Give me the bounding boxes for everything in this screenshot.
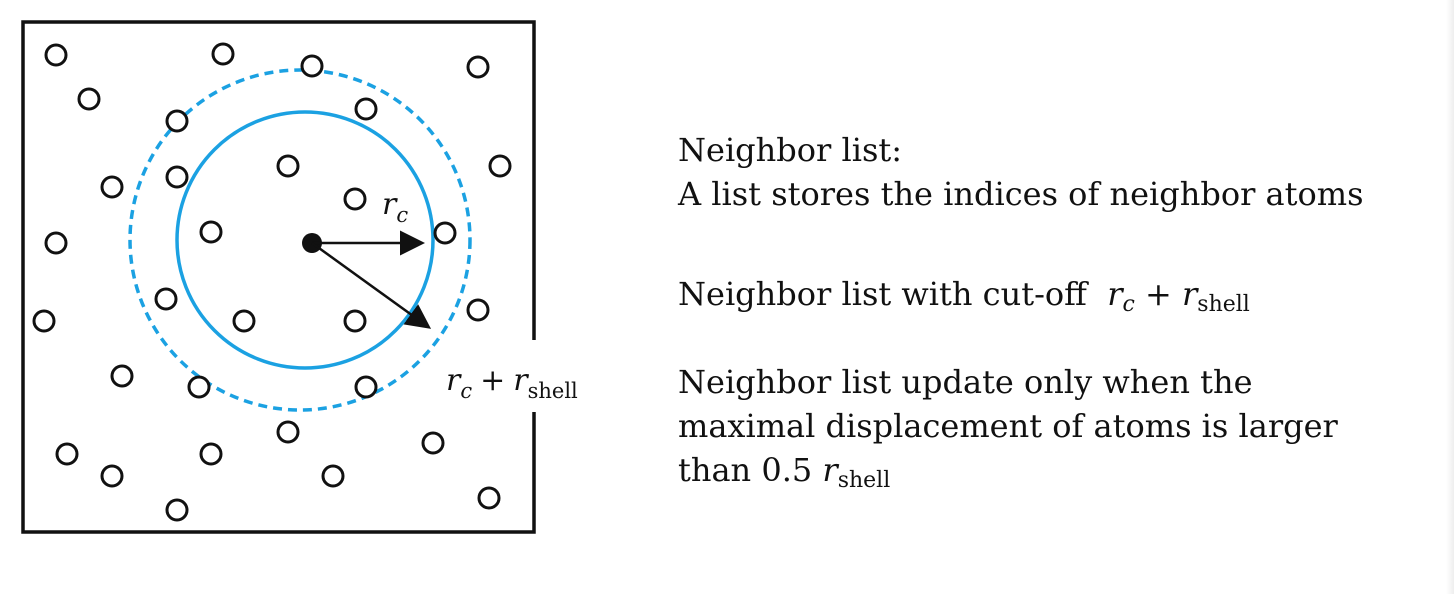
shell-label-r2: r (513, 363, 529, 398)
description-text: A list stores the indices of neighbor at… (678, 175, 1364, 213)
heading-text: Neighbor list: (678, 131, 903, 169)
update-line-3: than 0.5 rshell (678, 448, 1448, 492)
simulation-box (21, 20, 536, 534)
shell-label-sub1: c (460, 379, 472, 403)
shell-arrow (311, 241, 432, 329)
atom-12 (343, 187, 367, 211)
atom-22 (187, 375, 211, 399)
atom-23 (354, 375, 378, 399)
shell-label-plus: + (480, 363, 505, 398)
atoms-group (32, 42, 512, 522)
rc-label: rc (382, 187, 408, 227)
cutoff-sub1: c (1122, 292, 1135, 317)
update-line-1: Neighbor list update only when the (678, 363, 1253, 401)
atom-10 (100, 175, 124, 199)
update-line-2: maximal displacement of atoms is larger (678, 407, 1338, 445)
update-sub: shell (837, 468, 891, 493)
atom-8 (276, 154, 300, 178)
atom-14 (199, 220, 223, 244)
box-label-gap (528, 340, 542, 412)
atom-24 (276, 420, 300, 444)
atom-21 (110, 364, 134, 388)
atom-11 (488, 154, 512, 178)
cutoff-text: Neighbor list with cut-off rc + rshell (678, 272, 1448, 316)
atom-27 (199, 442, 223, 466)
atom-9 (165, 165, 189, 189)
atom-13 (44, 231, 68, 255)
shell-label: rc+rshell (446, 363, 578, 403)
text-panel: Neighbor list: A list stores the indices… (678, 128, 1448, 492)
update-prefix: than (678, 451, 752, 489)
atom-15 (433, 221, 457, 245)
atom-29 (321, 464, 345, 488)
page-edge (1446, 0, 1454, 594)
atom-17 (466, 298, 490, 322)
rc-cutoff-circle (175, 110, 435, 370)
atom-20 (343, 309, 367, 333)
atom-19 (232, 309, 256, 333)
neighbor-list-diagram: rc rc+rshell (21, 20, 578, 534)
rc-label-sub: c (396, 203, 408, 227)
cutoff-r1: r (1107, 275, 1123, 313)
cutoff-sub2: shell (1197, 292, 1250, 317)
rc-label-r: r (382, 187, 398, 222)
cutoff-r2: r (1182, 275, 1198, 313)
shell-cutoff-circle (128, 68, 472, 412)
atom-3 (300, 54, 324, 78)
atom-6 (354, 97, 378, 121)
atom-2 (211, 42, 235, 66)
atom-25 (421, 431, 445, 455)
atom-18 (32, 309, 56, 333)
shell-label-r1: r (446, 363, 462, 398)
atom-31 (477, 486, 501, 510)
atom-26 (55, 442, 79, 466)
atom-5 (77, 87, 101, 111)
cutoff-plus: + (1145, 275, 1172, 313)
atom-4 (466, 55, 490, 79)
atom-16 (154, 287, 178, 311)
atom-28 (100, 464, 124, 488)
atom-1 (44, 43, 68, 67)
update-value: 0.5 (761, 451, 813, 489)
atom-30 (165, 498, 189, 522)
update-r: r (822, 451, 838, 489)
shell-label-sub2: shell (528, 379, 578, 403)
cutoff-prefix: Neighbor list with cut-off (678, 275, 1087, 313)
atom-7 (165, 109, 189, 133)
